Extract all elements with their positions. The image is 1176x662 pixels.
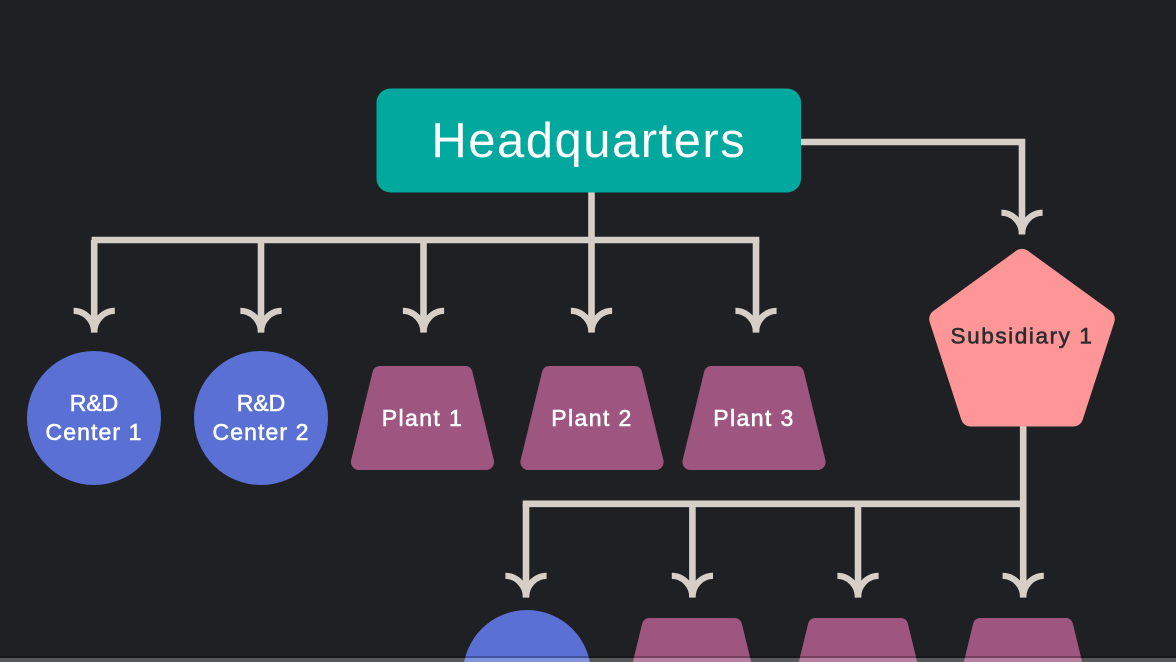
- svg-text:Center 1: Center 1: [45, 419, 142, 445]
- svg-text:Center 2: Center 2: [212, 419, 309, 445]
- svg-text:Plant 1: Plant 1: [382, 405, 463, 431]
- svg-text:Plant 3: Plant 3: [713, 405, 794, 431]
- svg-text:R&D: R&D: [237, 390, 286, 416]
- svg-text:R&D: R&D: [70, 390, 119, 416]
- svg-text:Headquarters: Headquarters: [431, 114, 746, 168]
- svg-text:Subsidiary 1: Subsidiary 1: [950, 324, 1093, 349]
- svg-text:Plant 2: Plant 2: [551, 405, 632, 431]
